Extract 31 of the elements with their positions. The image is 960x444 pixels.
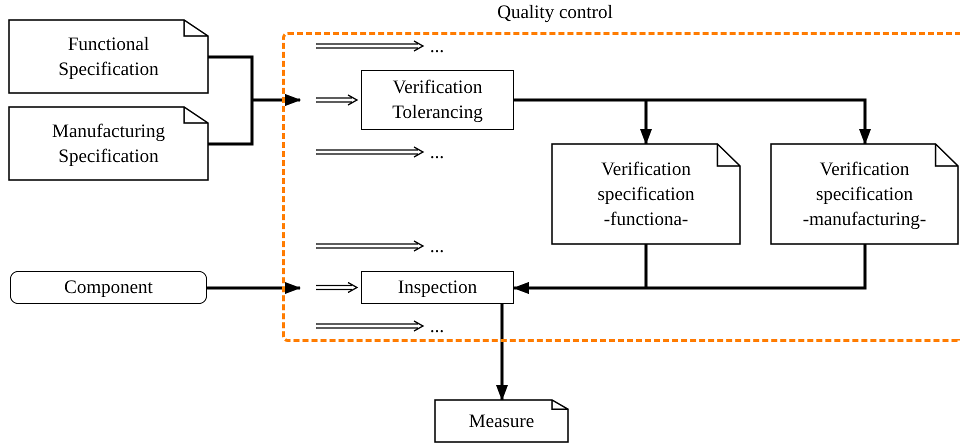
node-label: Functional Specification [57, 32, 160, 82]
process-box [361, 70, 514, 130]
group-title: Quality control [496, 1, 614, 25]
document-box [435, 400, 568, 442]
node-label: Verification specification -functiona- [596, 158, 696, 232]
process-box [361, 271, 514, 304]
arrow [514, 98, 871, 145]
arrow [207, 282, 301, 294]
document-box [9, 107, 208, 180]
ellipsis-text: ... [428, 34, 446, 58]
node-label: Inspection [398, 276, 478, 300]
document-box [9, 20, 208, 93]
ellipsis-text: ... [428, 314, 446, 338]
double-arrow [315, 320, 424, 332]
node-label: Measure [468, 410, 534, 434]
ellipsis-text: ... [428, 140, 446, 164]
node-label: Component [64, 276, 153, 300]
document-box [771, 144, 958, 244]
double-arrow [315, 40, 424, 52]
double-arrow [315, 146, 424, 158]
node-label: Verification Tolerancing [391, 76, 484, 125]
rounded-box [10, 271, 207, 304]
node-label: Manufacturing Specification [51, 120, 166, 168]
double-arrow [315, 240, 424, 252]
document-box [552, 144, 740, 244]
ellipsis-text: ... [428, 234, 446, 258]
arrow [496, 304, 508, 401]
double-arrow [315, 94, 358, 106]
arrow [208, 94, 301, 146]
node-label: Verification specification -manufacturing- [802, 158, 928, 232]
double-arrow [315, 282, 358, 294]
